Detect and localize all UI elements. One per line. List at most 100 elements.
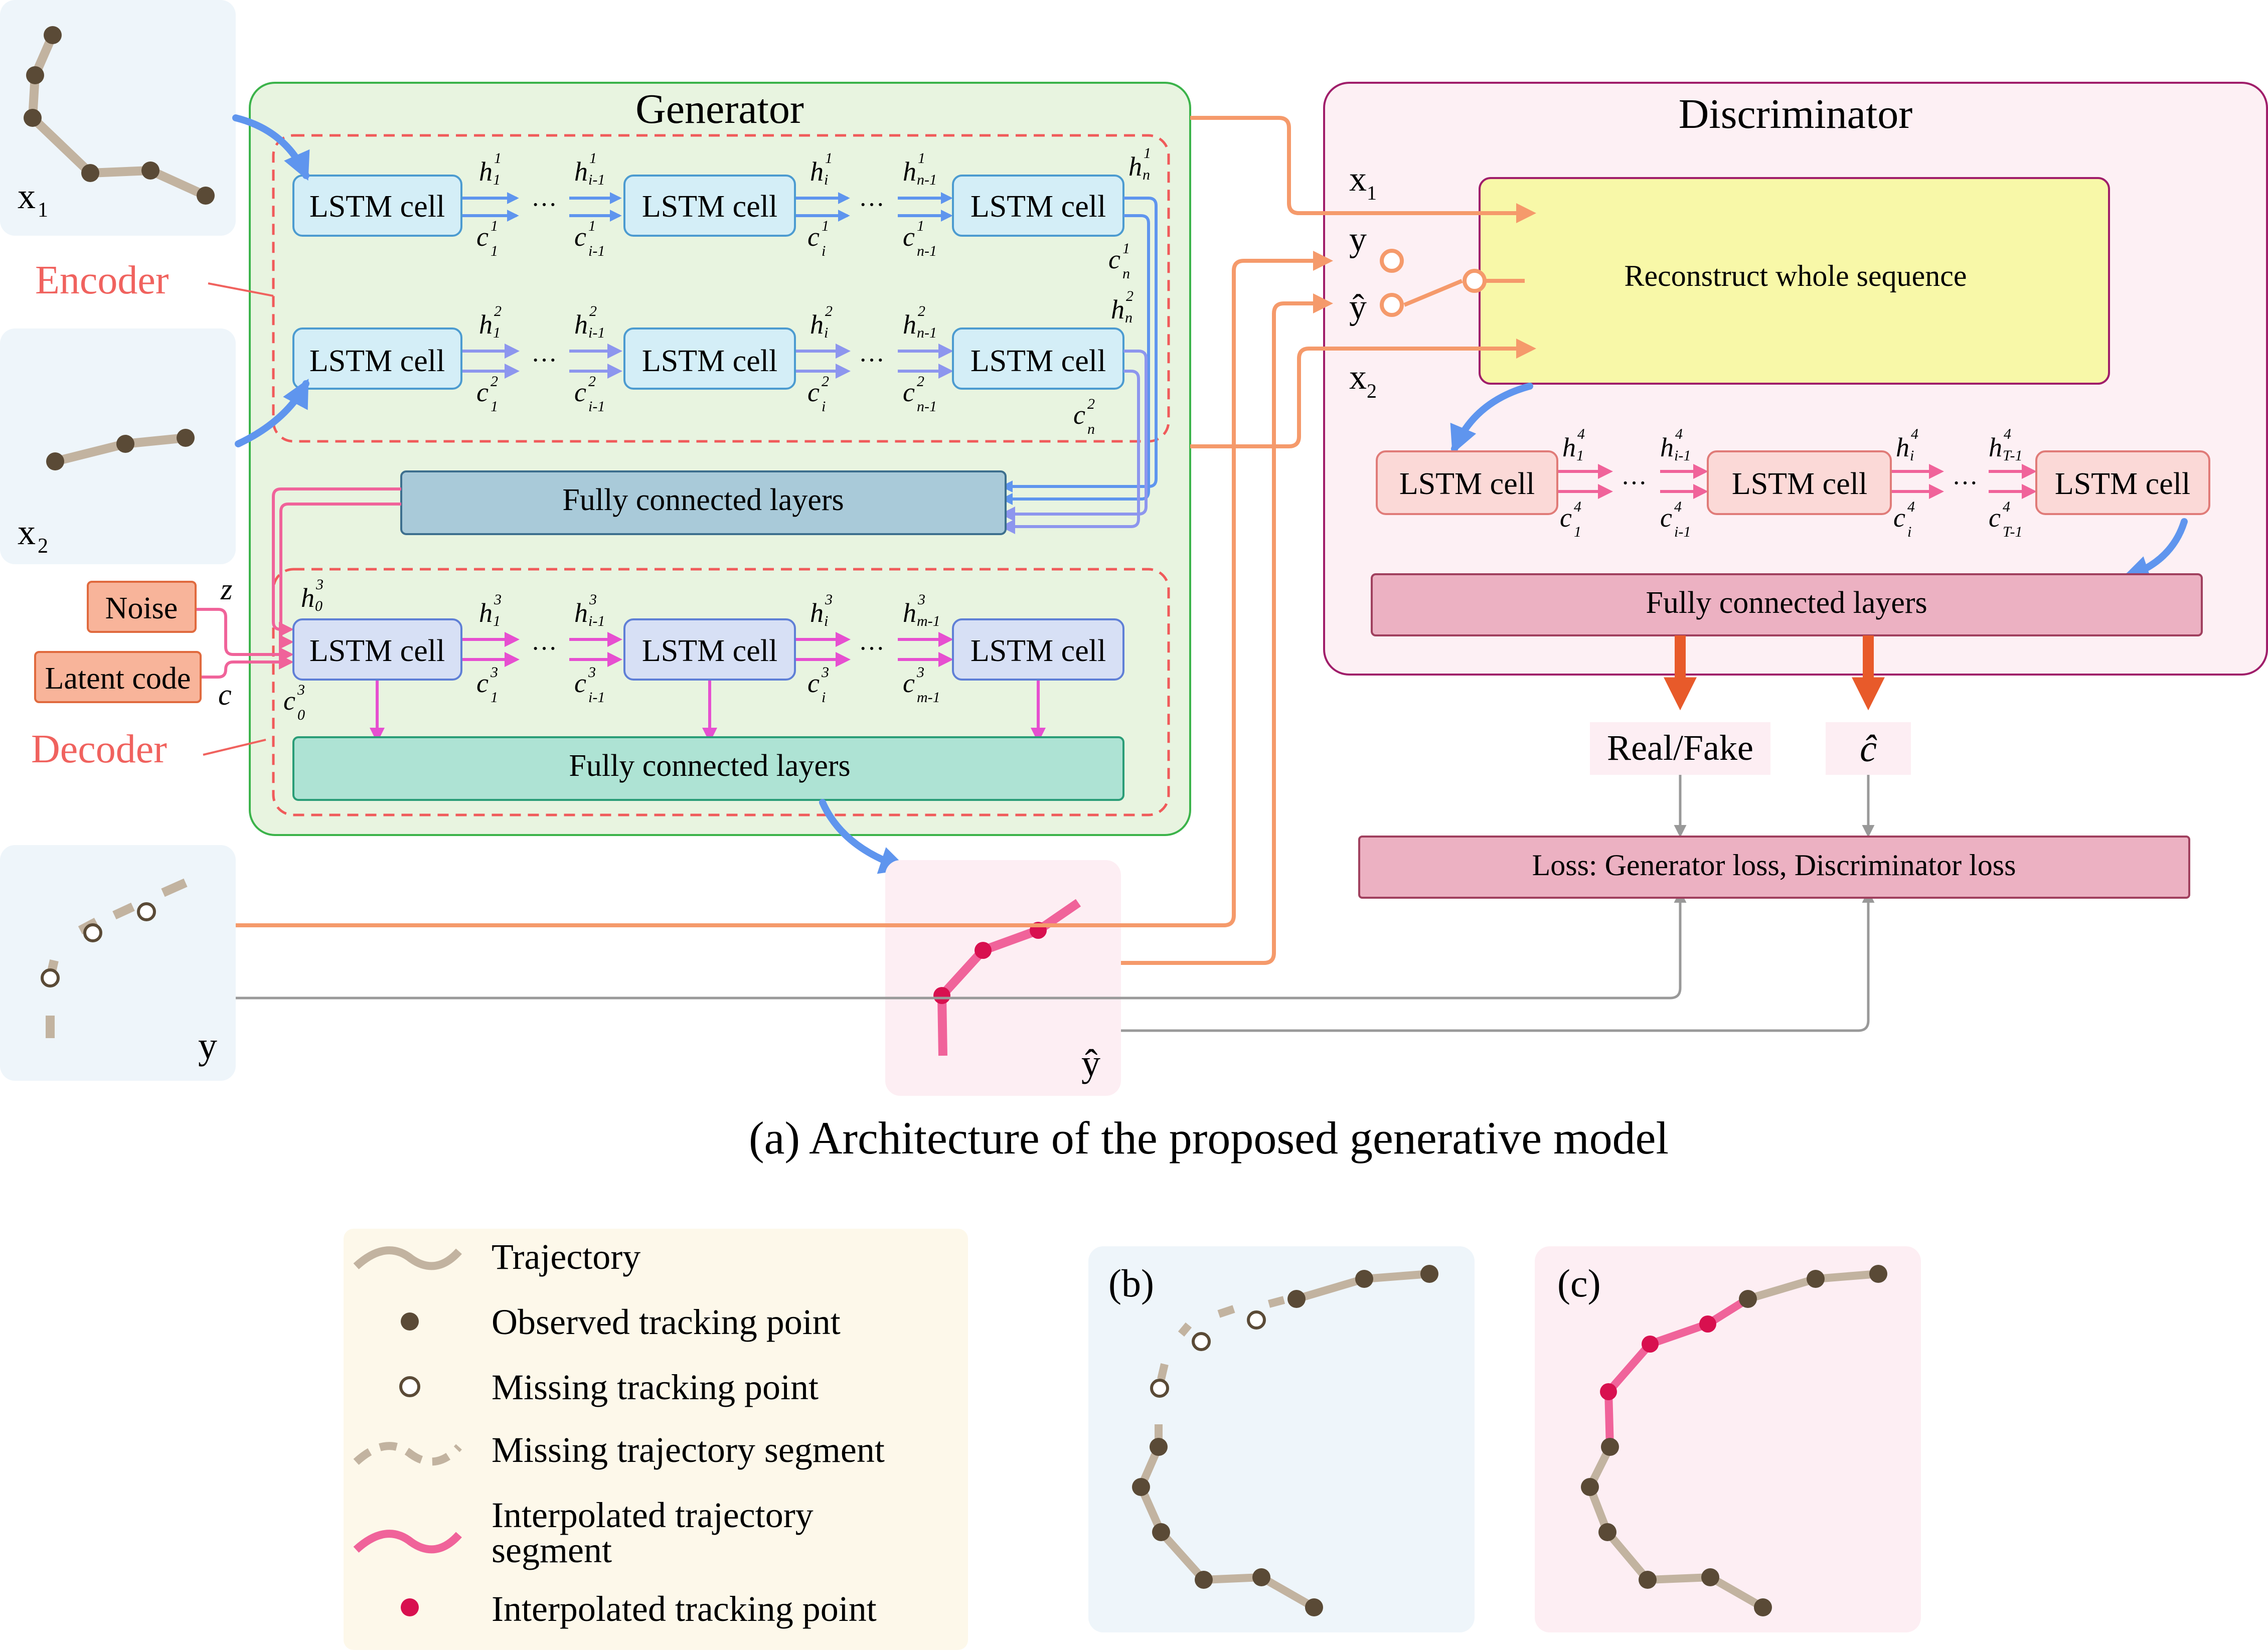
legend-trajectory: Trajectory (492, 1237, 640, 1277)
generator-title: Generator (635, 86, 804, 132)
svg-text:···: ··· (531, 346, 557, 375)
svg-text:1: 1 (917, 218, 924, 234)
legend-interpolated-point-icon (401, 1598, 419, 1616)
svg-text:2: 2 (491, 373, 498, 390)
svg-text:LSTM cell: LSTM cell (2055, 467, 2190, 501)
svg-text:c: c (807, 377, 820, 407)
svg-text:2: 2 (588, 373, 596, 390)
x1-label: x (18, 176, 36, 216)
svg-text:2: 2 (825, 303, 833, 319)
c-hat-box (1826, 722, 1911, 775)
svg-text:c: c (1108, 244, 1120, 274)
svg-text:i-1: i-1 (1674, 447, 1691, 464)
disc-y-label: y (1349, 220, 1367, 259)
disc-x1-label: x (1349, 160, 1367, 199)
noise-label: Noise (105, 591, 178, 625)
svg-text:LSTM cell: LSTM cell (642, 344, 777, 378)
disc-yhat-label: ŷ (1349, 288, 1367, 326)
svg-text:h: h (301, 583, 314, 613)
svg-text:···: ··· (859, 346, 885, 375)
svg-text:c: c (1560, 503, 1572, 533)
reconstruct-label: Reconstruct whole sequence (1624, 259, 1967, 292)
svg-text:4: 4 (1574, 499, 1581, 515)
svg-text:n: n (1087, 421, 1095, 437)
c-hat-label: ĉ (1860, 728, 1877, 770)
svg-text:1: 1 (1122, 240, 1130, 257)
loss-label: Loss: Generator loss, Discriminator loss (1532, 849, 2016, 882)
svg-text:1: 1 (825, 150, 833, 167)
svg-text:4: 4 (1907, 499, 1915, 515)
fc-to-decoder-connectors (196, 487, 401, 679)
svg-text:1: 1 (493, 324, 501, 341)
svg-text:c: c (476, 377, 489, 407)
panel-b-label: (b) (1108, 1261, 1154, 1305)
svg-text:LSTM cell: LSTM cell (1399, 467, 1535, 501)
svg-text:c: c (476, 668, 489, 698)
svg-text:1: 1 (493, 172, 501, 188)
svg-text:c: c (903, 222, 915, 252)
svg-text:n-1: n-1 (917, 243, 937, 259)
svg-text:···: ··· (531, 191, 557, 219)
svg-text:3: 3 (588, 664, 596, 681)
svg-text:i: i (824, 172, 828, 188)
svg-text:n: n (1143, 167, 1150, 183)
svg-text:1: 1 (493, 613, 501, 629)
legend-observed: Observed tracking point (492, 1302, 841, 1342)
disc-cell-3 (2035, 450, 2210, 515)
svg-text:i: i (824, 613, 828, 629)
switch-contacts (1380, 249, 1487, 317)
svg-text:1: 1 (1574, 524, 1581, 540)
latent-code-box (34, 651, 202, 703)
svg-text:c: c (476, 222, 489, 252)
svg-text:3: 3 (297, 682, 305, 698)
svg-text:LSTM cell: LSTM cell (642, 634, 777, 668)
loss-box (1358, 836, 2190, 899)
yhat-label: ŷ (1081, 1042, 1100, 1084)
svg-text:···: ··· (531, 634, 557, 663)
decoder-label: Decoder (31, 727, 167, 771)
svg-text:···: ··· (1621, 469, 1647, 498)
svg-text:LSTM cell: LSTM cell (642, 190, 777, 224)
legend-interpolated-point: Interpolated tracking point (492, 1589, 877, 1629)
svg-text:···: ··· (859, 634, 885, 663)
input-flow-arrows (232, 114, 908, 874)
svg-text:n-1: n-1 (917, 398, 937, 415)
reconstruct-to-lstm-arrow (1450, 383, 1533, 454)
discriminator-block: Discriminator Reconstruct whole sequence (1323, 82, 2268, 676)
legend-interpolated-line2: segment (492, 1530, 612, 1570)
svg-text:h: h (479, 156, 493, 187)
svg-text:3: 3 (916, 664, 924, 681)
svg-text:h: h (479, 309, 493, 340)
svg-text:4: 4 (1911, 426, 1918, 442)
decoder-cell-3 (952, 618, 1124, 681)
svg-text:···: ··· (1952, 469, 1978, 498)
svg-text:c: c (1893, 503, 1905, 533)
svg-text:1: 1 (1367, 182, 1377, 204)
svg-text:h: h (810, 598, 824, 628)
panel-c-label: (c) (1557, 1261, 1601, 1305)
svg-text:i-1: i-1 (588, 243, 605, 259)
encoder-to-fc-connectors (1000, 197, 1158, 534)
svg-text:LSTM cell: LSTM cell (309, 344, 445, 378)
svg-text:n-1: n-1 (917, 324, 937, 341)
svg-text:1: 1 (822, 218, 829, 234)
encoder-r2-cell-2 (623, 327, 796, 390)
legend-interpolated-line1: Interpolated trajectory (492, 1495, 814, 1535)
svg-text:2: 2 (1367, 380, 1377, 402)
svg-text:4: 4 (1674, 499, 1682, 515)
legend-interpolated-icon (353, 1530, 462, 1554)
svg-text:c: c (903, 377, 915, 407)
svg-text:h: h (903, 598, 916, 628)
svg-text:n: n (1125, 309, 1132, 326)
svg-text:2: 2 (494, 303, 502, 319)
svg-text:T-1: T-1 (2003, 447, 2022, 464)
disc-cell-1 (1376, 450, 1558, 515)
svg-text:3: 3 (490, 664, 498, 681)
svg-text:i-1: i-1 (588, 689, 605, 706)
svg-text:3: 3 (494, 591, 502, 608)
loss-input-lines (236, 775, 1875, 1032)
decoder-cell-2 (623, 618, 796, 681)
svg-text:LSTM cell: LSTM cell (1732, 467, 1867, 501)
svg-text:4: 4 (1577, 426, 1585, 442)
